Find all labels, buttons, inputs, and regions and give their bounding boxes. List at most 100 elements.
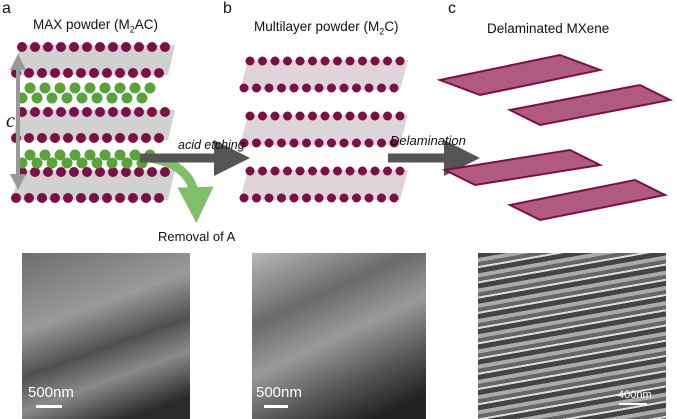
m-atom <box>89 193 99 203</box>
octahedral-layer <box>12 170 175 200</box>
m-atom <box>270 111 280 121</box>
a-atom <box>24 82 36 94</box>
m-atom <box>270 166 280 176</box>
m-atom <box>245 111 255 121</box>
delamination-label: Delamination <box>390 133 466 148</box>
m-atom <box>289 83 299 93</box>
m-atom <box>69 107 79 117</box>
acid-etching-label: acid etching <box>178 138 245 152</box>
m-atom <box>383 56 392 66</box>
m-atom <box>134 42 144 52</box>
m-atom <box>302 193 311 203</box>
a-atom <box>69 82 81 94</box>
m-atom <box>352 193 361 203</box>
m-atom <box>17 42 27 52</box>
removal-label: Removal of A <box>158 229 236 244</box>
mxene-layer <box>240 60 408 90</box>
m-atom <box>377 138 386 148</box>
a-atom <box>61 92 73 104</box>
a-atom <box>61 157 73 169</box>
m-atom <box>95 42 105 52</box>
a-atom <box>84 149 96 161</box>
m-atom <box>289 138 299 148</box>
m-atom <box>333 56 342 66</box>
octahedral-layer <box>12 45 175 75</box>
scale-bar-b <box>264 405 288 408</box>
m-atom <box>345 56 355 66</box>
m-atom <box>277 138 286 148</box>
m-atom <box>245 166 255 176</box>
m-atom <box>30 107 40 117</box>
m-atom <box>115 193 125 203</box>
m-atom <box>370 111 380 121</box>
a-atom <box>91 157 103 169</box>
m-atom <box>377 193 386 203</box>
m-atom <box>43 167 53 177</box>
m-atom <box>30 42 40 52</box>
a-atom <box>106 92 118 104</box>
a-atom <box>31 92 43 104</box>
m-atom <box>383 111 392 121</box>
a-atom <box>76 92 88 104</box>
m-atom <box>345 166 355 176</box>
m-atom <box>76 193 86 203</box>
m-atom <box>37 133 47 143</box>
panel-c-title: Delaminated MXene <box>487 21 610 36</box>
m-atom <box>308 111 317 121</box>
m-atom <box>102 193 112 203</box>
m-atom <box>264 138 274 148</box>
m-atom <box>345 111 355 121</box>
mxene-sheet <box>506 178 669 222</box>
m-atom <box>258 56 267 66</box>
scale-label-c: 400nm <box>618 389 652 401</box>
m-atom <box>160 107 170 117</box>
m-atom <box>264 83 274 93</box>
m-atom <box>37 68 47 78</box>
mxene-layer <box>240 170 408 200</box>
m-atom <box>252 193 261 203</box>
a-atom <box>91 92 103 104</box>
m-atom <box>364 193 374 203</box>
a-atom <box>54 82 66 94</box>
scale-bar-a <box>36 405 62 408</box>
m-atom <box>308 56 317 66</box>
panel-a-title: MAX powder (M2AC) <box>33 17 159 35</box>
mxene-sheet <box>506 83 674 127</box>
m-atom <box>108 42 118 52</box>
m-atom <box>389 138 399 148</box>
a-atom <box>76 157 88 169</box>
a-atom <box>39 82 51 94</box>
m-atom <box>327 83 336 93</box>
octahedral-layer <box>12 110 175 140</box>
m-atom <box>358 166 367 176</box>
m-atom <box>339 193 349 203</box>
m-atom <box>358 111 367 121</box>
m-atom <box>333 111 342 121</box>
mxene-sheet <box>441 148 604 187</box>
sem-image-delaminated: 400nm <box>478 253 666 419</box>
m-atom <box>364 138 374 148</box>
m-atom <box>258 111 267 121</box>
m-atom <box>69 167 79 177</box>
m-atom <box>295 166 305 176</box>
m-atom <box>128 193 138 203</box>
m-atom <box>252 83 261 93</box>
m-atom <box>141 133 151 143</box>
m-atom <box>95 167 105 177</box>
m-atom <box>50 133 60 143</box>
m-atom <box>108 167 118 177</box>
m-atom <box>89 133 99 143</box>
m-atom <box>364 83 374 93</box>
a-atom <box>46 157 58 169</box>
a-atom <box>99 82 111 94</box>
m-atom <box>283 166 292 176</box>
m-atom <box>147 42 157 52</box>
m-atom <box>389 193 399 203</box>
m-atom <box>141 68 151 78</box>
scale-label-a: 500nm <box>28 384 74 401</box>
a-atom <box>69 149 81 161</box>
m-atom <box>128 133 138 143</box>
m-atom <box>283 56 292 66</box>
m-atom <box>43 107 53 117</box>
a-atom <box>136 92 148 104</box>
